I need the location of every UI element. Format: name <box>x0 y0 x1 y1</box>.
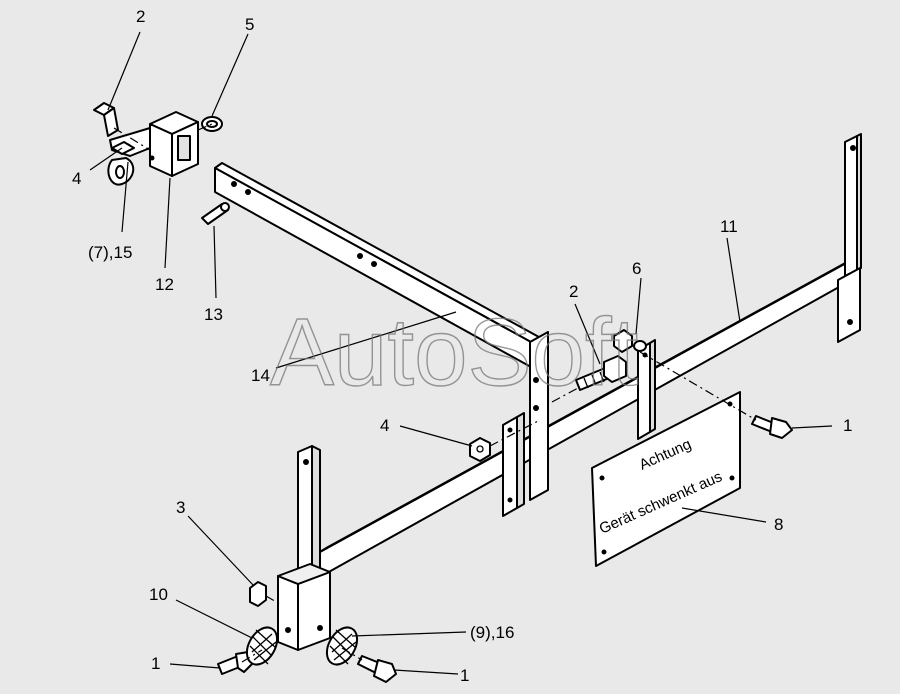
label-3: 3 <box>176 498 185 517</box>
reflector-left <box>245 626 279 666</box>
clip <box>107 157 135 186</box>
washer <box>201 116 223 132</box>
warning-plate: Achtung Gerät schwenkt aus <box>591 391 741 567</box>
label-6: 6 <box>632 259 641 278</box>
label-2-top: 2 <box>136 7 145 26</box>
label-1-bottom-left: 1 <box>151 654 160 673</box>
right-upright-post <box>837 133 862 343</box>
main-bar <box>317 255 859 579</box>
bolt-right-upper <box>751 415 793 439</box>
pin <box>201 202 230 225</box>
bolt-top <box>93 102 119 137</box>
label-4-mid: 4 <box>380 416 389 435</box>
nut-3 <box>249 581 267 607</box>
nut-6 <box>613 329 647 353</box>
label-4-top: 4 <box>72 169 81 188</box>
plate-bracket <box>637 339 656 440</box>
assembly-lines <box>113 123 757 663</box>
watermark: AutoSoft <box>270 299 638 406</box>
label-1-bottom-right: 1 <box>460 666 469 685</box>
leader-lines <box>89 31 833 675</box>
label-14: 14 <box>251 366 270 385</box>
label-2-mid: 2 <box>569 282 578 301</box>
label-7-15: (7),15 <box>88 243 132 262</box>
label-8: 8 <box>774 515 783 534</box>
label-11: 11 <box>720 217 738 236</box>
swing-arm <box>214 162 549 501</box>
label-13: 13 <box>204 305 223 324</box>
label-10: 10 <box>149 585 168 604</box>
bolt-mid <box>575 355 627 391</box>
bolt-bottom-right <box>357 655 397 683</box>
middle-bracket <box>502 412 525 517</box>
label-12: 12 <box>155 275 174 294</box>
reflector-right <box>325 626 359 666</box>
label-1-right-upper: 1 <box>843 416 852 435</box>
label-9-16: (9),16 <box>470 623 514 642</box>
label-5: 5 <box>245 15 254 34</box>
left-upright-post <box>277 445 331 651</box>
nut-mid <box>469 437 491 462</box>
part-labels: 2 5 4 (7),15 12 13 14 2 6 11 4 1 8 3 10 … <box>72 7 852 685</box>
